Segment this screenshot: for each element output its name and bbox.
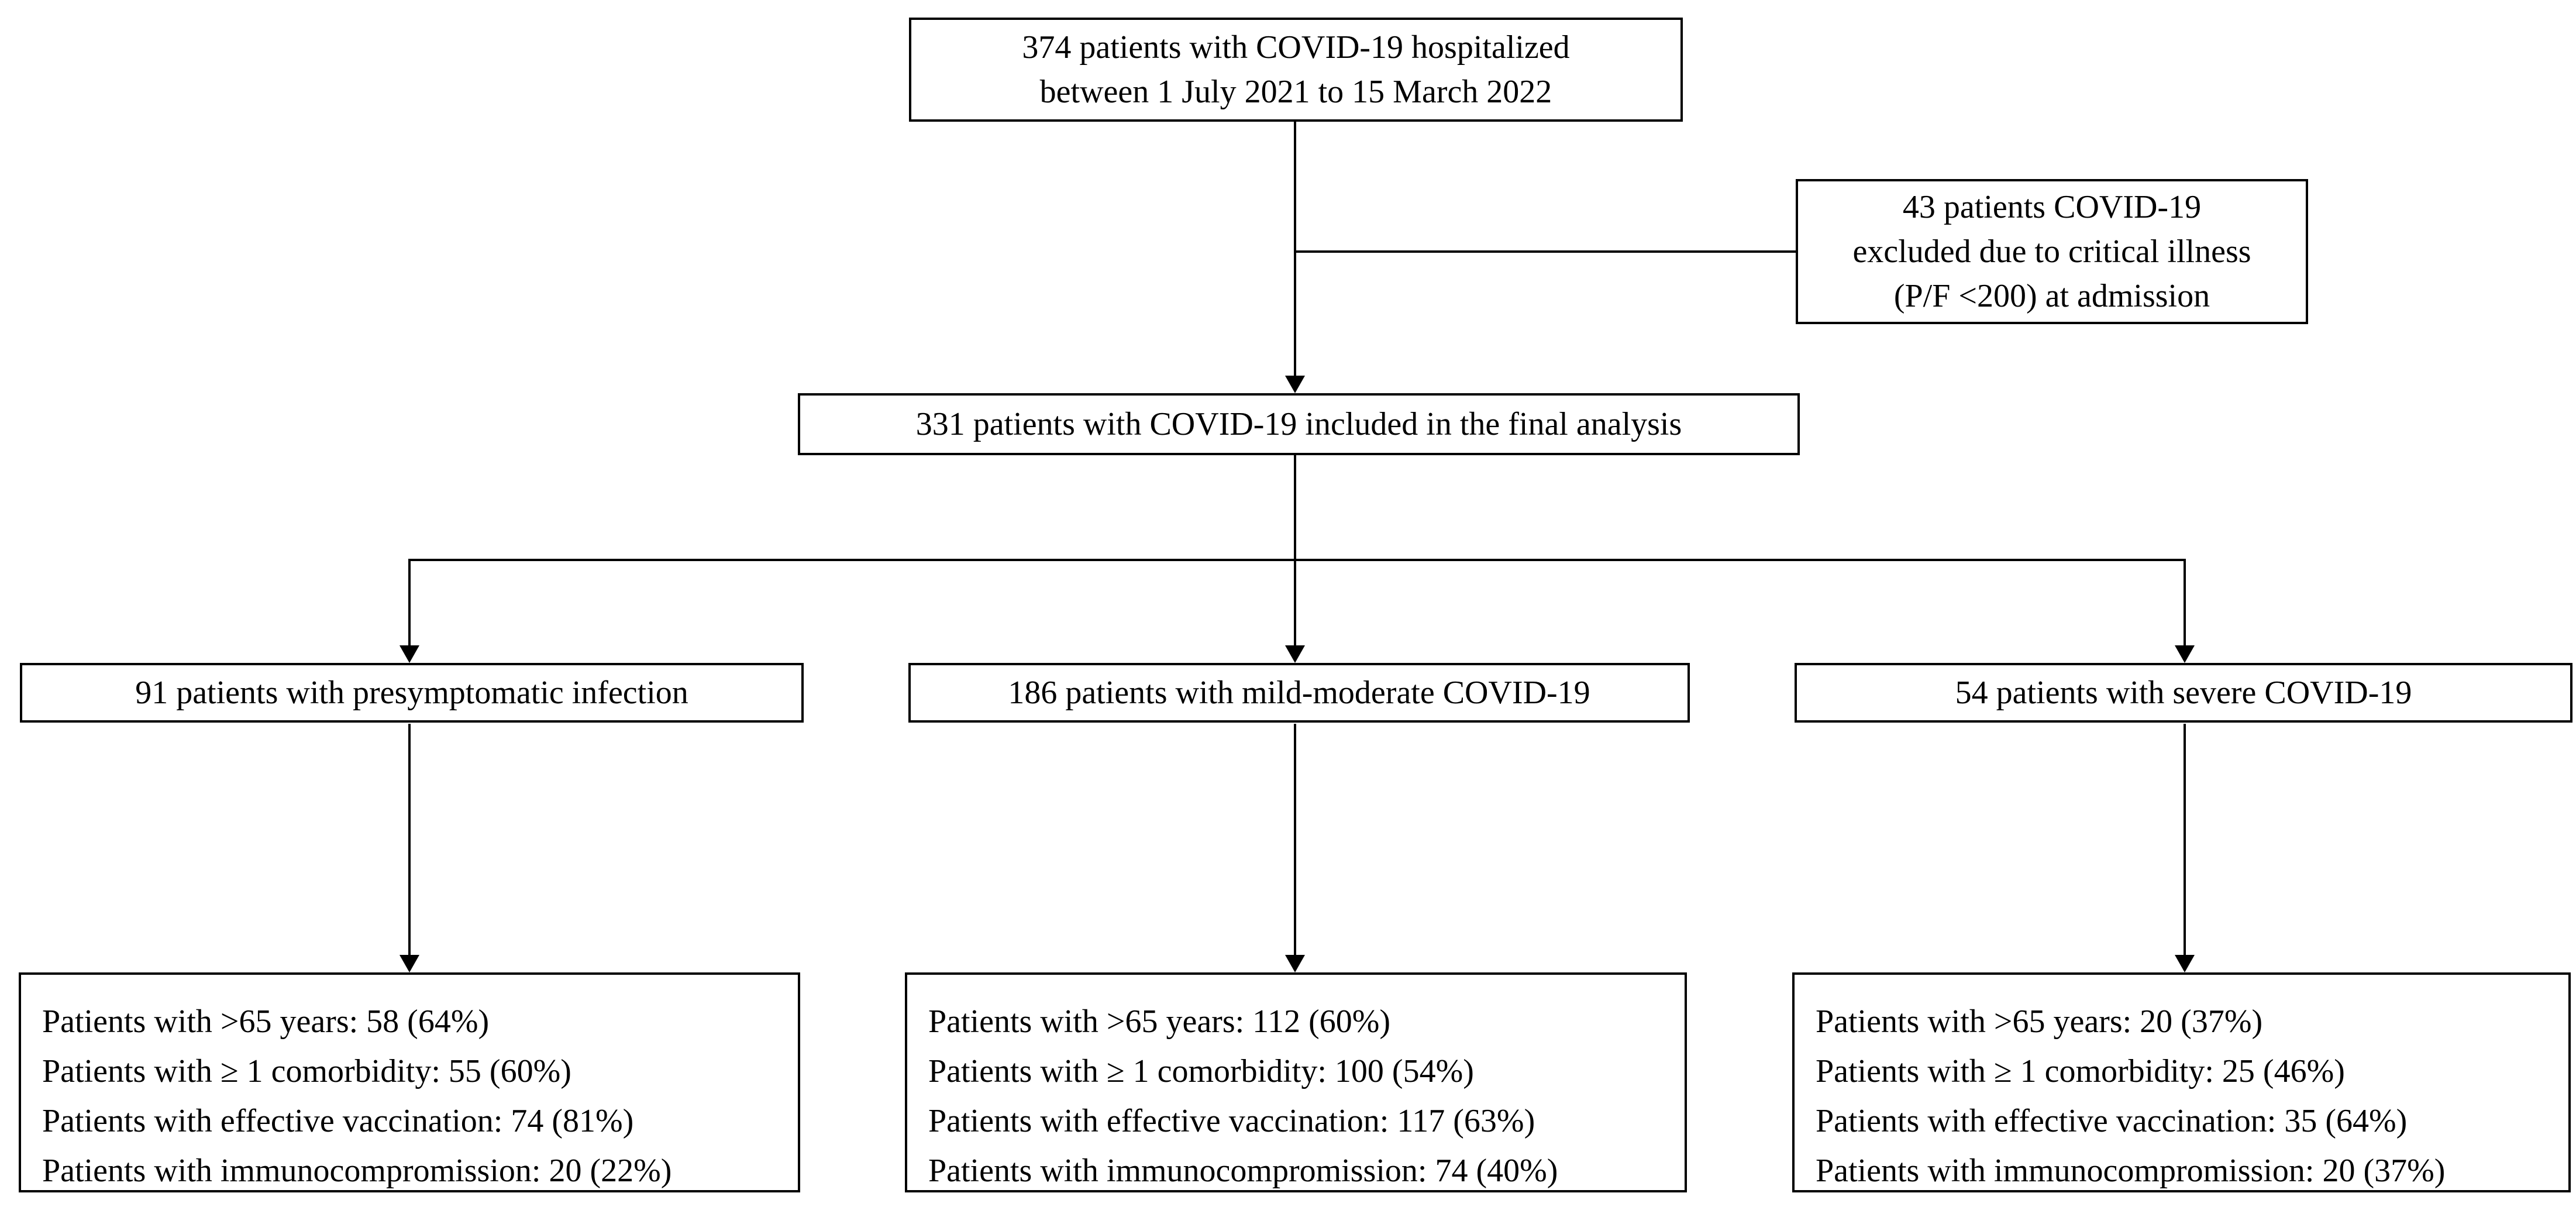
stats-line: Patients with >65 years: 58 (64%) [42, 1003, 490, 1040]
splitter-horizontal-line [408, 559, 2186, 561]
exclusion-line-3: (P/F <200) at admission [1893, 278, 2210, 314]
exclusion-box: 43 patients COVID-19 excluded due to cri… [1796, 179, 2308, 324]
stats-line: Patients with >65 years: 112 (60%) [928, 1003, 1391, 1040]
stats-line: Patients with immunocompromission: 20 (2… [42, 1153, 672, 1189]
connector-splitter-to-mild-moderate [1294, 559, 1296, 647]
stats-line: Patients with ≥ 1 comorbidity: 100 (54%) [928, 1053, 1474, 1089]
stats-line: Patients with ≥ 1 comorbidity: 25 (46%) [1816, 1053, 2345, 1089]
stats-line: Patients with effective vaccination: 117… [928, 1103, 1535, 1139]
enrollment-line-2: between 1 July 2021 to 15 March 2022 [1039, 74, 1552, 110]
connector-splitter-to-presymptomatic [408, 559, 411, 647]
branch-label: 186 patients with mild-moderate COVID-19 [1008, 675, 1590, 711]
branch-box-severe: 54 patients with severe COVID-19 [1795, 663, 2572, 723]
stats-box-severe: Patients with >65 years: 20 (37%) Patien… [1792, 972, 2571, 1192]
stats-line: Patients with >65 years: 20 (37%) [1816, 1003, 2263, 1040]
arrowhead-presymptomatic-icon [400, 645, 419, 663]
connector-splitter-to-severe [2184, 559, 2186, 647]
arrowhead-severe-icon [2175, 645, 2195, 663]
arrowhead-presymptomatic-stats-icon [400, 955, 419, 972]
connector-severe-to-stats [2184, 724, 2186, 957]
branch-box-presymptomatic: 91 patients with presymptomatic infectio… [20, 663, 804, 723]
stats-line: Patients with effective vaccination: 35 … [1816, 1103, 2408, 1139]
stats-line: Patients with ≥ 1 comorbidity: 55 (60%) [42, 1053, 571, 1089]
included-box: 331 patients with COVID-19 included in t… [798, 393, 1800, 455]
branch-box-mild-moderate: 186 patients with mild-moderate COVID-19 [908, 663, 1690, 723]
stats-line: Patients with effective vaccination: 74 … [42, 1103, 634, 1139]
branch-label: 54 patients with severe COVID-19 [1955, 675, 2412, 711]
exclusion-line-2: excluded due to critical illness [1852, 233, 2251, 270]
enrollment-line-1: 374 patients with COVID-19 hospitalized [1022, 29, 1570, 66]
stats-box-presymptomatic: Patients with >65 years: 58 (64%) Patien… [19, 972, 800, 1192]
connector-enrollment-to-included [1294, 122, 1296, 377]
arrowhead-included-icon [1285, 376, 1305, 393]
enrollment-box: 374 patients with COVID-19 hospitalized … [909, 18, 1683, 122]
included-text: 331 patients with COVID-19 included in t… [915, 406, 1682, 442]
stats-box-mild-moderate: Patients with >65 years: 112 (60%) Patie… [905, 972, 1687, 1192]
connector-presymptomatic-to-stats [408, 724, 411, 957]
arrowhead-mild-moderate-stats-icon [1285, 955, 1305, 972]
exclusion-line-1: 43 patients COVID-19 [1902, 189, 2202, 225]
stats-line: Patients with immunocompromission: 20 (3… [1816, 1153, 2446, 1189]
stats-line: Patients with immunocompromission: 74 (4… [928, 1153, 1558, 1189]
branch-label: 91 patients with presymptomatic infectio… [135, 675, 688, 711]
arrowhead-severe-stats-icon [2175, 955, 2195, 972]
connector-exclusion-branch [1294, 250, 1796, 253]
connector-included-to-splitter [1294, 455, 1296, 561]
connector-mild-moderate-to-stats [1294, 724, 1296, 957]
arrowhead-mild-moderate-icon [1285, 645, 1305, 663]
